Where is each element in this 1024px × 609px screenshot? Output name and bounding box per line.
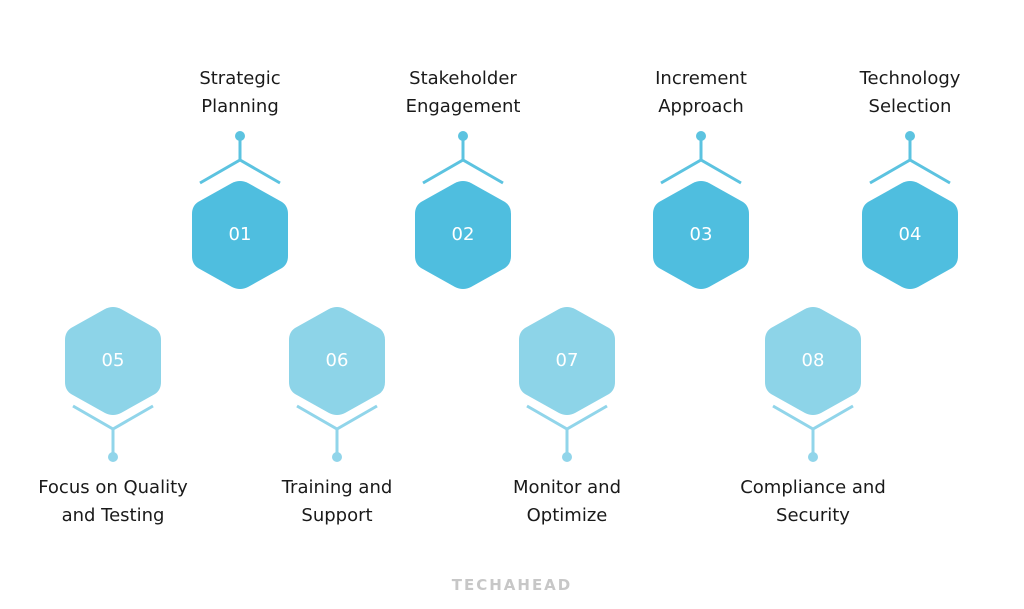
label-line-1: Monitor and (512, 477, 621, 498)
label-line-1: Compliance and (740, 477, 886, 498)
step-number: 05 (101, 350, 125, 371)
label-line-1: Training and (281, 477, 393, 498)
connector-icon (772, 404, 854, 462)
label-line-2: Security (776, 505, 850, 526)
label-line-2: Selection (868, 96, 952, 117)
hexagon-icon (862, 181, 958, 289)
brand-logo: TECHAHEAD (451, 576, 573, 594)
label-line-1: Focus on Quality (38, 477, 188, 498)
hexagon-icon (653, 181, 749, 289)
label-line-1: Increment (655, 68, 747, 89)
connector-icon (526, 404, 608, 462)
connector-icon (869, 131, 951, 185)
hexagon-icon (65, 307, 161, 415)
step-number: 01 (228, 224, 252, 245)
label-line-2: Support (301, 505, 373, 526)
hexagon-icon (415, 181, 511, 289)
connector-icon (422, 131, 504, 185)
step-number: 08 (801, 350, 825, 371)
connector-icon (660, 131, 742, 185)
step-label: Focus on Quality and Testing (3, 474, 223, 530)
step-number: 07 (555, 350, 579, 371)
hexagon-icon (192, 181, 288, 289)
connector-icon (72, 404, 154, 462)
hexagon-icon (519, 307, 615, 415)
step-number: 04 (898, 224, 922, 245)
label-line-2: Planning (201, 96, 279, 117)
connector-icon (296, 404, 378, 462)
hexagon-icon (765, 307, 861, 415)
step-number: 06 (325, 350, 349, 371)
label-line-2: and Testing (61, 505, 165, 526)
connector-icon (199, 131, 281, 185)
hexagon-icon (289, 307, 385, 415)
label-line-1: Technology (859, 68, 961, 89)
label-line-1: Strategic (199, 68, 281, 89)
label-line-2: Engagement (405, 96, 521, 117)
label-line-2: Approach (658, 96, 744, 117)
step-number: 02 (451, 224, 475, 245)
step-number: 03 (689, 224, 713, 245)
label-line-2: Optimize (526, 505, 608, 526)
label-line-1: Stakeholder (409, 68, 517, 89)
